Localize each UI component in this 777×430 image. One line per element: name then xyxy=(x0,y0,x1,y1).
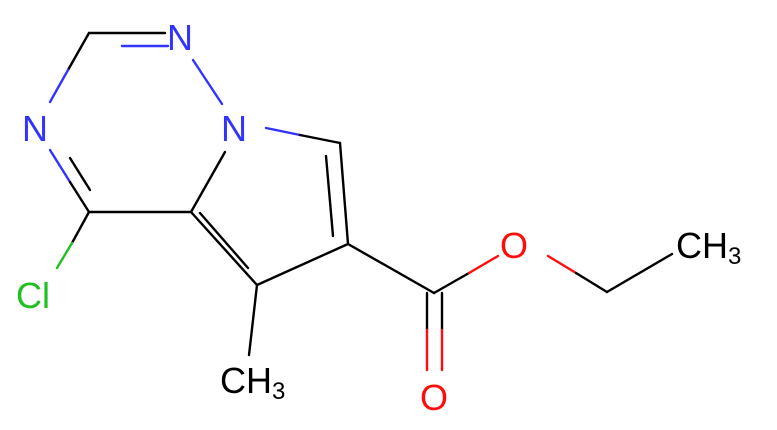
bond-c6-carbonyl xyxy=(346,242,436,295)
methyl-ch3-label: CH3 xyxy=(220,360,285,405)
atom-o-ether-label: O xyxy=(500,225,528,266)
bond-n3-c4-a xyxy=(48,148,72,184)
bond-n2-c7-a xyxy=(264,126,302,137)
bond-c-n3-b xyxy=(48,68,70,104)
bond-n2-c7-b xyxy=(298,133,342,145)
atom-n1-label: N xyxy=(167,17,193,58)
bond-c4a-n2 xyxy=(189,150,227,214)
atom-o-carbonyl-label: O xyxy=(420,377,448,418)
bond-c5-c4a-double xyxy=(198,211,250,270)
bond-oether-ch2-b xyxy=(574,271,609,294)
bond-n3-c4-double xyxy=(68,156,92,192)
atom-cl-label: Cl xyxy=(16,275,50,316)
bond-c7-c6 xyxy=(338,141,350,246)
bond-oether-ch2-a xyxy=(546,254,578,275)
bond-c7-c6-double xyxy=(324,154,335,238)
bond-c4-cl-b xyxy=(55,241,74,270)
bond-c6-c5 xyxy=(255,242,350,287)
bond-c5-methyl xyxy=(247,283,259,357)
atom-n2-label: N xyxy=(221,108,247,149)
bond-c5-c4a xyxy=(189,210,259,287)
bond-n1-n2 xyxy=(191,58,224,106)
bond-c-n3-a xyxy=(66,31,91,72)
bond-c-oether-b xyxy=(467,254,500,275)
bond-n3-c4-b xyxy=(68,180,91,214)
ethyl-ch3-label: CH3 xyxy=(676,225,741,270)
bond-c4-cl-a xyxy=(70,210,91,245)
bond-c-oether-a xyxy=(432,271,471,295)
bond-ch2-ch3 xyxy=(605,252,674,294)
atom-n3-label: N xyxy=(22,108,48,149)
